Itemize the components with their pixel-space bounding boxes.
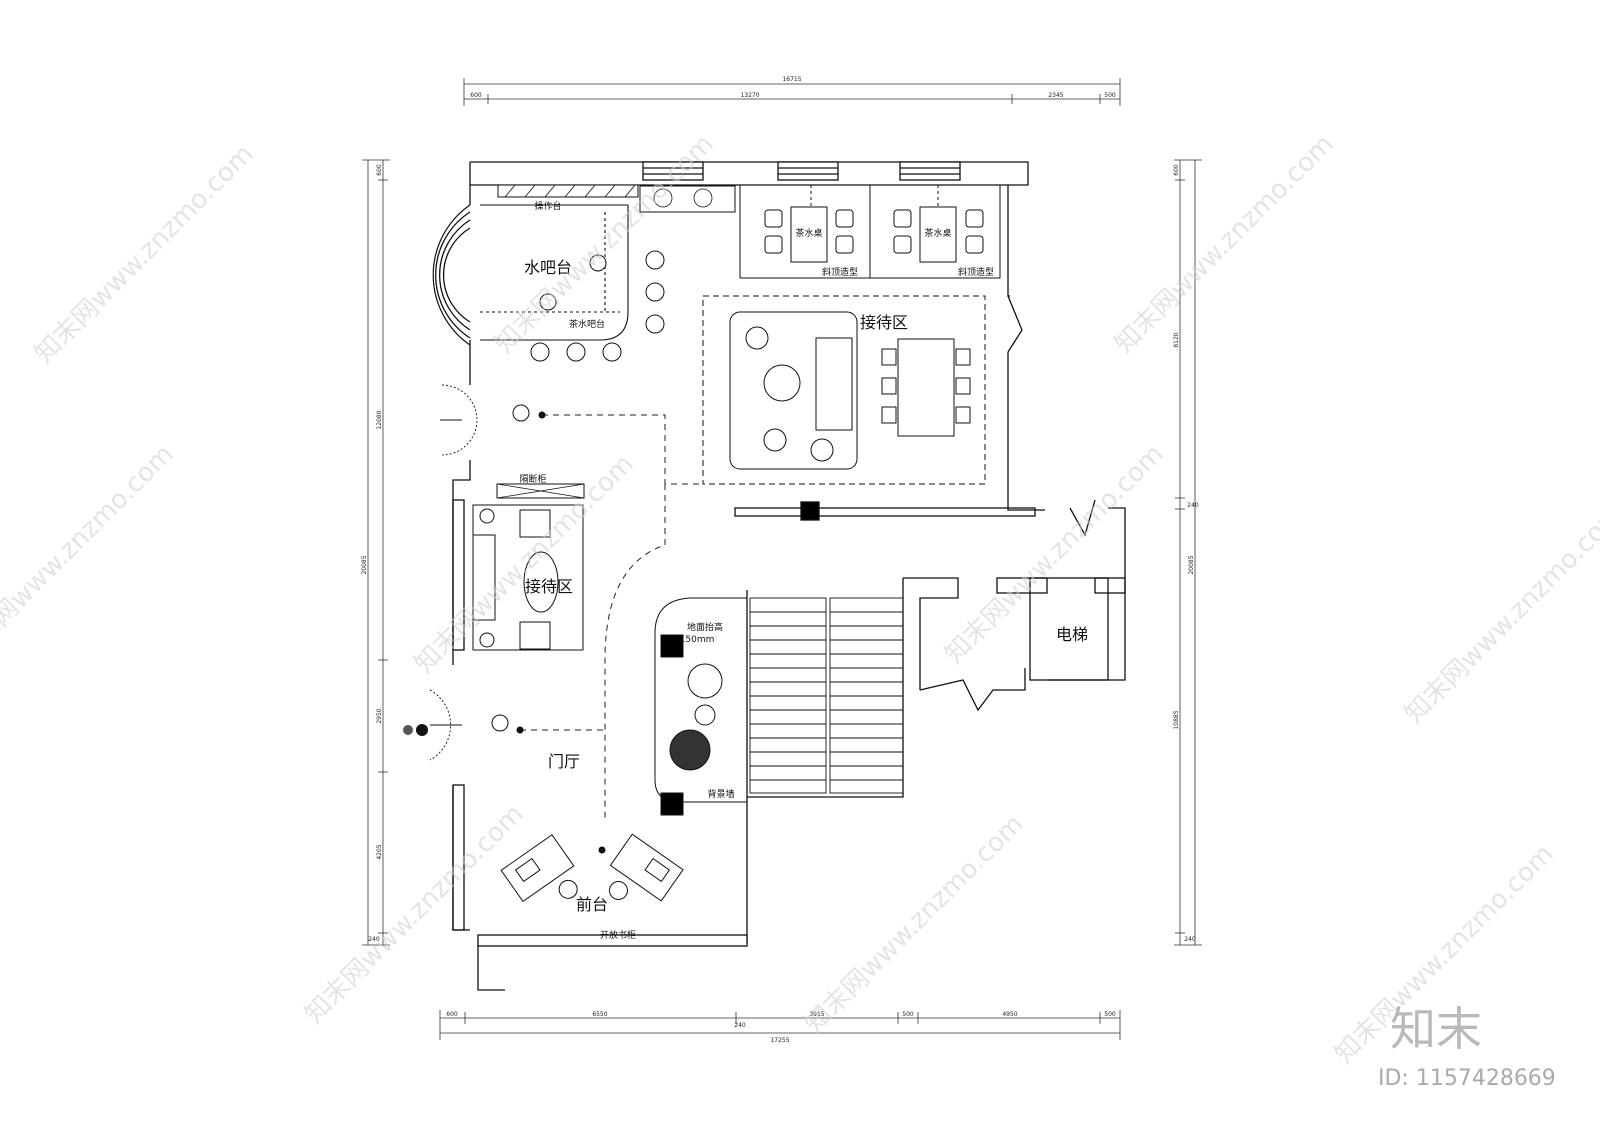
brand-logo: 知末: [1390, 1002, 1482, 1056]
reception-upper-zone: [702, 295, 986, 485]
tea-room-1: [739, 185, 871, 279]
bar-staff-figures: [491, 254, 607, 732]
dim-top-seg-3: 2345: [1048, 92, 1063, 99]
dim-top-seg-1: 600: [470, 92, 482, 99]
watermark-text: 知末网www.znzmo.com: [799, 809, 1030, 1040]
dim-right-seg-2: 8120: [1173, 332, 1180, 347]
entry-marker: [403, 724, 428, 736]
walls: [432, 161, 1126, 991]
label-tea-table-2: 茶水桌: [924, 227, 951, 239]
label-slope-ceiling-1: 斜顶造型: [822, 266, 858, 278]
label-feature-wall: 背景墙: [707, 788, 734, 800]
dim-left-seg-3: 2950: [376, 708, 383, 723]
label-operation-counter: 操作台: [534, 200, 561, 212]
front-desks: [500, 833, 684, 903]
dimension-text: 16715 600 13270 2345 500 20085 600 12080…: [361, 76, 1199, 1044]
dimension-lines: [362, 78, 1202, 1040]
dim-right-seg-1: 600: [1173, 164, 1180, 176]
dim-right-seg-4: 10885: [1173, 710, 1180, 729]
dim-left-seg-2: 12080: [376, 410, 383, 429]
label-front-desk: 前台: [576, 895, 608, 914]
dim-right-total: 20085: [1188, 555, 1195, 574]
label-water-bar: 水吧台: [524, 258, 572, 277]
label-open-bookcase: 开放书柜: [600, 929, 636, 941]
dim-right-seg-3: 240: [1187, 502, 1199, 509]
entry-doors: [429, 384, 478, 761]
watermark-text: 知末网www.znzmo.com: [299, 799, 530, 1030]
dim-bottom-seg-6: 500: [1104, 1011, 1116, 1018]
room-labels: 操作台 水吧台 茶水吧台 茶水桌 茶水桌 斜顶造型 斜顶造型 接待区 隔断柜 接…: [519, 200, 1088, 941]
dim-bottom-seg-5: 4950: [1002, 1011, 1017, 1018]
watermark-text: 知末网www.znzmo.com: [1109, 129, 1340, 360]
dim-bottom-total: 17255: [770, 1037, 789, 1044]
watermark-text: 知末网www.znzmo.com: [29, 139, 260, 370]
watermark-layer: 知末网www.znzmo.com 知末网www.znzmo.com 知末网www…: [0, 129, 1600, 1070]
path-marker: [598, 846, 606, 854]
label-tea-bar: 茶水吧台: [569, 318, 605, 330]
operation-counter-top: [497, 184, 639, 198]
circulation-path: [520, 414, 703, 820]
stairs: [749, 597, 904, 794]
label-tea-table-1: 茶水桌: [795, 227, 822, 239]
dim-top-total: 16715: [782, 76, 801, 83]
dim-left-total: 20085: [361, 555, 368, 574]
dim-right-seg-5: 240: [1184, 936, 1196, 943]
label-elevator: 电梯: [1056, 625, 1088, 644]
label-raised-floor: 地面抬高: [687, 621, 723, 633]
partition-cabinet: [496, 483, 585, 499]
label-slope-ceiling-2: 斜顶造型: [958, 266, 994, 278]
reception-lower-zone: [472, 504, 584, 651]
dim-bottom-sub: 240: [734, 1022, 746, 1029]
dim-bottom-seg-1: 600: [446, 1011, 458, 1018]
dim-bottom-seg-2: 6550: [592, 1011, 607, 1018]
path-marker: [538, 411, 546, 419]
label-raised-floor-height: 150mm: [680, 635, 715, 645]
watermark-text: 知末网www.znzmo.com: [0, 439, 180, 670]
plant-box: [639, 185, 736, 213]
bar-stools: [530, 250, 665, 362]
watermark-text: 知末网www.znzmo.com: [1399, 499, 1600, 730]
dim-left-seg-4: 4205: [376, 844, 383, 859]
path-marker: [516, 726, 524, 734]
dim-left-seg-1: 600: [376, 164, 383, 176]
image-id: ID: 1157428669: [1378, 1066, 1556, 1091]
dim-top-seg-4: 500: [1104, 92, 1116, 99]
dim-top-seg-2: 13270: [740, 92, 759, 99]
label-partition-cabinet: 隔断柜: [519, 473, 546, 485]
dim-left-seg-5: 240: [368, 936, 380, 943]
label-reception-lower: 接待区: [525, 577, 573, 596]
label-reception-upper: 接待区: [860, 313, 908, 332]
label-lobby: 门厅: [548, 752, 580, 771]
tea-room-2: [870, 185, 1001, 279]
dim-bottom-seg-3: 3915: [809, 1011, 824, 1018]
dim-bottom-seg-4: 500: [902, 1011, 914, 1018]
watermark-text: 知末网www.znzmo.com: [939, 439, 1170, 670]
raised-platform: [654, 597, 748, 816]
